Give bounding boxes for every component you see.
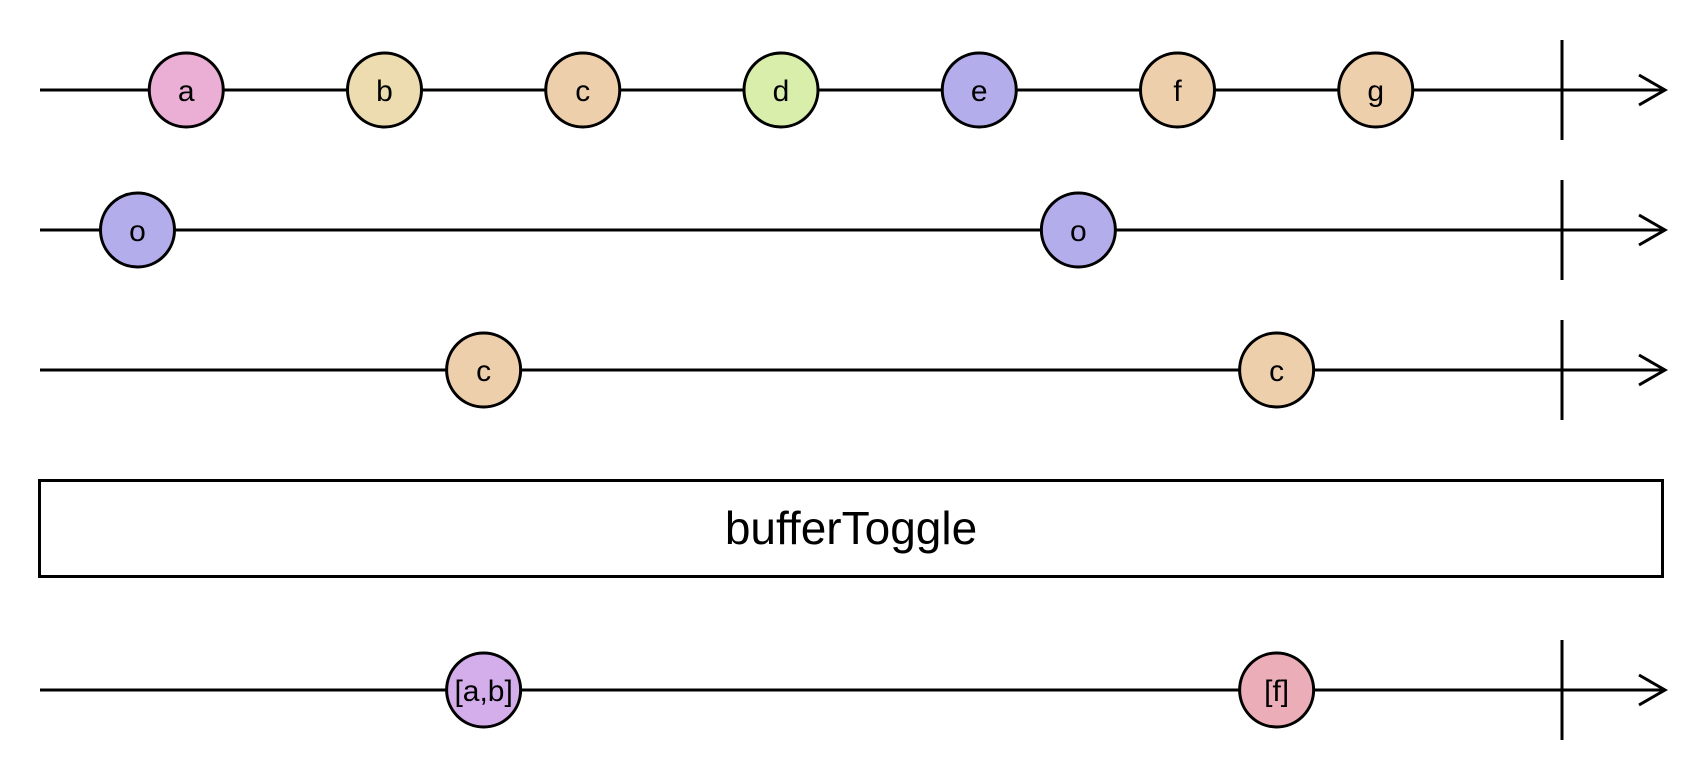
marble-circle <box>1039 191 1117 269</box>
marble-label: f <box>1173 75 1182 108</box>
marble-circle <box>445 331 523 409</box>
marble-label: d <box>773 75 790 108</box>
marble-label: b <box>376 75 393 108</box>
marble: d <box>742 51 820 129</box>
marble-circle <box>940 51 1018 129</box>
marble: o <box>1039 191 1117 269</box>
operator-label: bufferToggle <box>725 502 977 554</box>
source-arrow-head <box>1638 73 1669 107</box>
openings-arrow-head <box>1638 213 1669 247</box>
marble-circle <box>1139 51 1216 129</box>
marble: c <box>445 331 523 409</box>
marble-circle <box>147 51 225 129</box>
marble-label: o <box>129 215 146 248</box>
marble-circle <box>445 651 523 729</box>
marble-circle <box>544 51 622 129</box>
marble: e <box>940 51 1018 129</box>
marble: c <box>544 51 622 129</box>
marble-label: c <box>575 75 590 108</box>
marble: o <box>99 191 176 269</box>
marble-label: g <box>1367 75 1384 108</box>
marble-label: o <box>1070 215 1087 248</box>
marble: a <box>147 51 225 129</box>
marble-circle <box>99 191 176 269</box>
marble-circle <box>1238 651 1316 729</box>
closings-arrow-head <box>1638 353 1669 387</box>
source-timeline: a b c d e f g <box>40 40 1669 140</box>
marble: g <box>1337 51 1415 129</box>
marble-label: a <box>178 75 195 108</box>
marble: [a,b] <box>445 651 523 729</box>
output-timeline: [a,b] [f] <box>40 640 1669 740</box>
marble: c <box>1238 331 1316 409</box>
marble-label: [a,b] <box>454 675 512 708</box>
output-arrow-head <box>1638 673 1669 707</box>
marble-label: c <box>476 355 491 388</box>
marble-label: [f] <box>1264 675 1289 708</box>
operator-box: bufferToggle <box>38 479 1664 578</box>
marble: [f] <box>1238 651 1316 729</box>
marble-label: c <box>1269 355 1284 388</box>
marble-label: e <box>971 75 988 108</box>
marble-circle <box>346 51 423 129</box>
marble: f <box>1139 51 1216 129</box>
marble-circle <box>1238 331 1316 409</box>
marble-circle <box>742 51 820 129</box>
marble: b <box>346 51 423 129</box>
marble-circle <box>1337 51 1415 129</box>
